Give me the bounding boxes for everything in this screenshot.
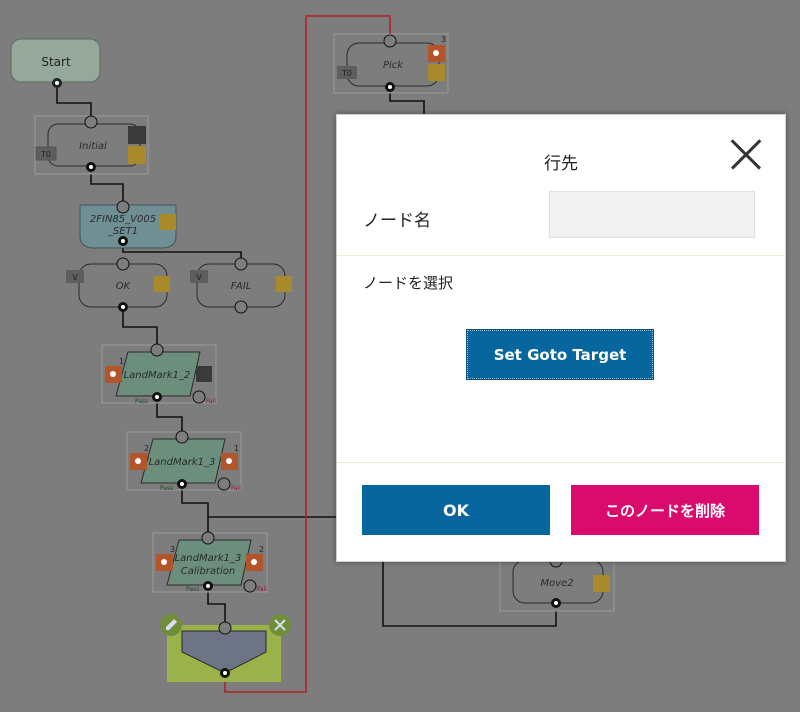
pick-label: Pick	[383, 60, 404, 71]
initial-label: Initial	[79, 141, 107, 152]
landmark2-count-left: 2	[144, 444, 149, 453]
grid-icon	[154, 276, 170, 292]
fail-tag: V	[196, 273, 202, 282]
set-node[interactable]: 2FIN85_V005 _SET1	[79, 200, 177, 249]
divider	[337, 462, 785, 463]
initial-tag: T0	[40, 150, 51, 159]
landmark2-pass: Pass	[160, 485, 173, 492]
pick-count: 3	[441, 35, 446, 44]
landmark2-node[interactable]: LandMark1_3 2 1 Pass Fail	[126, 430, 242, 492]
grid-icon	[276, 276, 292, 292]
grid-icon	[160, 214, 176, 230]
divider	[337, 255, 785, 256]
landmark1-pass: Pass	[135, 398, 148, 405]
folder-icon	[128, 126, 146, 144]
initial-node[interactable]: T0 Initial	[34, 115, 149, 175]
set-label-line1: 2FIN85_V005	[90, 214, 156, 225]
landmark3-label-line1: LandMark1_3	[175, 553, 242, 564]
landmark3-pass: Pass	[186, 586, 199, 593]
ok-tag: V	[72, 273, 78, 282]
move2-label: Move2	[540, 578, 573, 589]
node-name-label: ノード名	[363, 211, 431, 231]
fail-node[interactable]: V FAIL	[190, 257, 292, 314]
fail-label: FAIL	[231, 281, 252, 292]
set-label-line2: _SET1	[107, 226, 138, 237]
landmark1-label: LandMark1_2	[124, 370, 191, 381]
ok-button[interactable]: OK	[362, 485, 550, 535]
ok-node[interactable]: V OK	[66, 257, 170, 312]
landmark2-label: LandMark1_3	[149, 457, 216, 468]
landmark2-count-right: 1	[234, 444, 239, 453]
landmark2-fail: Fail	[231, 485, 241, 492]
delete-node-button[interactable]: このノードを削除	[571, 485, 759, 535]
grid-icon	[128, 146, 146, 164]
landmark1-count: 1	[119, 357, 124, 366]
pick-node[interactable]: T0 Pick 3	[333, 33, 449, 94]
select-node-label: ノードを選択	[363, 274, 454, 292]
node-name-input[interactable]	[549, 191, 755, 238]
landmark3-fail: Fail	[257, 586, 267, 593]
goto-connector	[224, 15, 391, 693]
ok-label: OK	[116, 281, 132, 292]
set-goto-target-button[interactable]: Set Goto Target	[466, 329, 654, 380]
goto-node[interactable]	[160, 614, 291, 682]
start-node[interactable]: Start	[10, 38, 101, 88]
landmark1-node[interactable]: LandMark1_2 1 Pass Fail	[101, 343, 217, 405]
pick-tag: T0	[341, 69, 352, 78]
landmark3-label-line2: Calibration	[181, 566, 235, 577]
grid-icon	[593, 575, 610, 592]
goto-dialog: 行先 ノード名 ノードを選択 Set Goto Target OK このノードを…	[336, 114, 786, 562]
dialog-title: 行先	[544, 154, 578, 174]
folder-icon	[196, 366, 212, 382]
close-icon[interactable]	[729, 137, 763, 171]
grid-icon	[428, 64, 445, 81]
start-label: Start	[41, 55, 71, 69]
move2-node[interactable]: Move2	[499, 553, 615, 612]
landmark3-count-left: 3	[170, 545, 175, 554]
landmark3-count-right: 2	[259, 545, 264, 554]
landmark1-fail: Fail	[206, 398, 216, 405]
landmark3-node[interactable]: LandMark1_3 Calibration 3 2 Pass Fail	[152, 531, 268, 593]
